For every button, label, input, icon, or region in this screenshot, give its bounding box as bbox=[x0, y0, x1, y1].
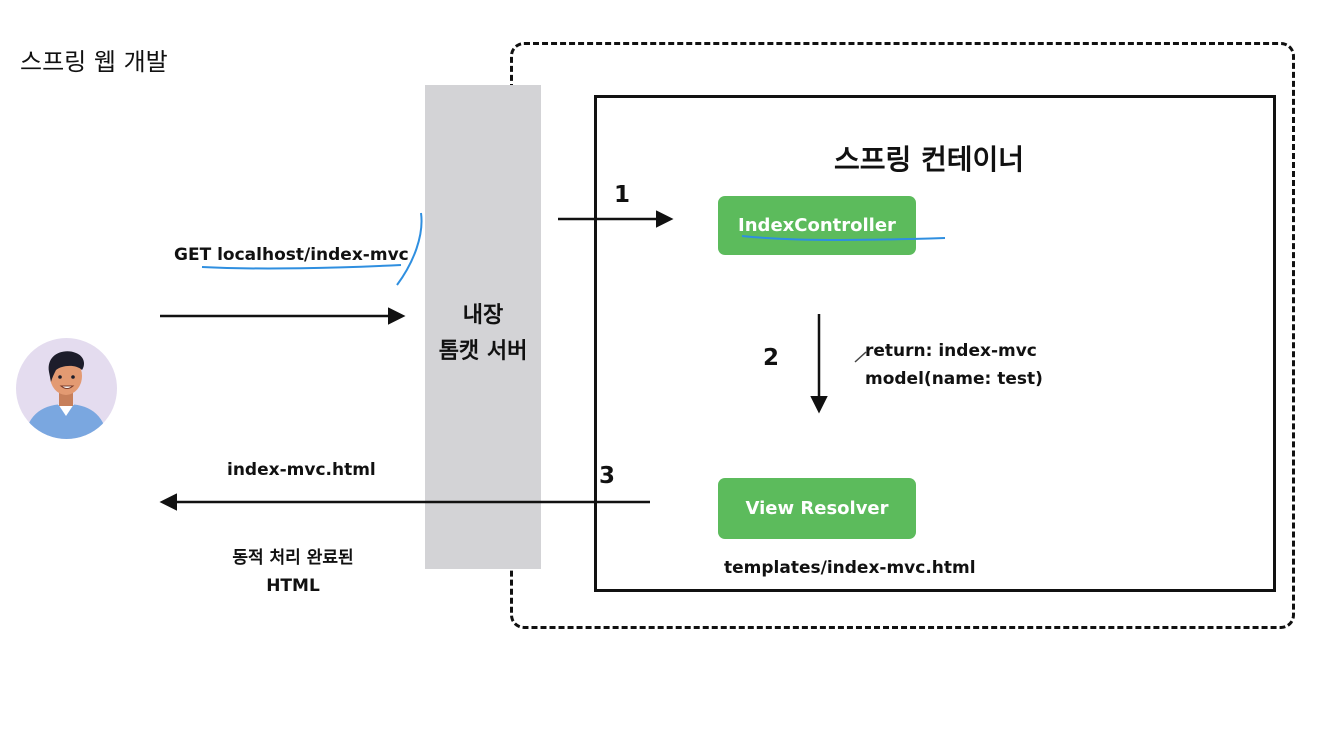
response-note-line1: 동적 처리 완료된 bbox=[232, 548, 354, 568]
step-2-label: 2 bbox=[763, 345, 780, 371]
template-path-label: templates/index-mvc.html bbox=[724, 558, 976, 578]
server-label-line2: 톰캣 서버 bbox=[438, 339, 528, 364]
view-resolver-box: View Resolver bbox=[718, 478, 916, 539]
response-note: 동적 처리 완료된 HTML bbox=[218, 544, 368, 600]
person-icon bbox=[24, 351, 108, 439]
curve-annotation-request bbox=[396, 212, 423, 286]
response-file-label: index-mvc.html bbox=[227, 460, 376, 480]
return-info-line1: return: index-mvc bbox=[865, 341, 1037, 361]
spring-container-box bbox=[594, 95, 1276, 592]
page-title: 스프링 웹 개발 bbox=[20, 48, 168, 76]
return-info-line2: model(name: test) bbox=[865, 369, 1043, 389]
return-info: return: index-mvc model(name: test) bbox=[865, 337, 1043, 393]
response-note-line2: HTML bbox=[266, 576, 320, 596]
underline-annotation-request bbox=[201, 264, 402, 270]
step-1-label: 1 bbox=[614, 182, 631, 208]
tomcat-server-label: 내장 톰캣 서버 bbox=[425, 298, 541, 370]
request-label: GET localhost/index-mvc bbox=[174, 245, 409, 265]
tomcat-server-block bbox=[425, 85, 541, 569]
server-label-line1: 내장 bbox=[462, 303, 504, 328]
view-resolver-label: View Resolver bbox=[745, 498, 889, 519]
index-controller-label: IndexController bbox=[738, 215, 896, 236]
container-title: 스프링 컨테이너 bbox=[834, 143, 1025, 176]
step-3-label: 3 bbox=[599, 463, 616, 489]
user-avatar bbox=[16, 338, 117, 439]
pen-mark-annotation bbox=[854, 351, 867, 363]
underline-annotation-controller bbox=[741, 235, 946, 241]
index-controller-box: IndexController bbox=[718, 196, 916, 255]
